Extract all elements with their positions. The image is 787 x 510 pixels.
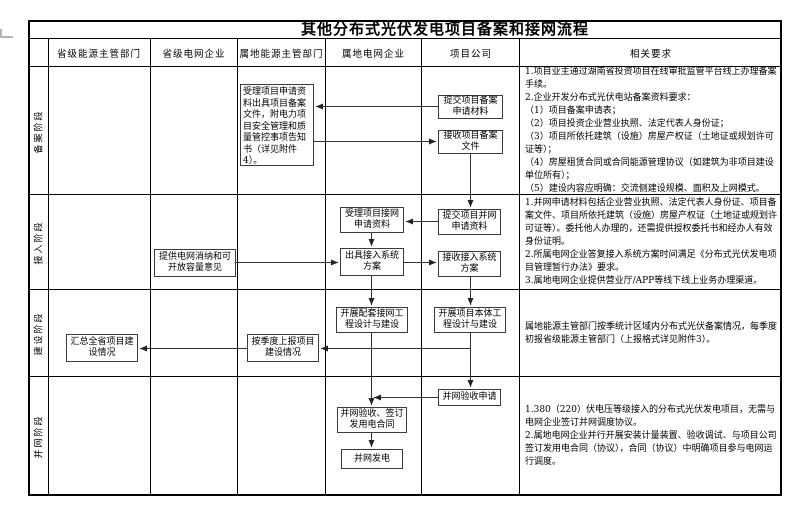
column-header-provincial-grid: 省级电网企业 xyxy=(162,48,226,60)
flow-box-submit-connection: 提交项目并网申请资料 xyxy=(438,209,501,235)
requirements-construction: 属地能源主管部门按季统计区域内分布式光伏备案情况，每季度初报省级能源主管部门（上… xyxy=(525,321,778,345)
flow-box-receive-plan: 接收接入系统方案 xyxy=(438,251,501,277)
flow-box-acceptance-contract: 并网验收、签订发用电合同 xyxy=(337,407,407,433)
flow-box-submit-filing: 提交项目备案申请材料 xyxy=(438,95,503,119)
flow-connectors xyxy=(140,103,474,447)
flow-box-quarterly-report: 按季度上报项目建设情况 xyxy=(247,334,319,362)
flow-box-issue-plan: 出具接入系统方案 xyxy=(340,248,404,276)
page-title: 其他分布式光伏发电项目备案和接网流程 xyxy=(300,20,589,38)
flow-box-acceptance-apply: 并网验收申请 xyxy=(438,389,501,406)
column-header-requirements: 相关要求 xyxy=(629,48,672,60)
stage-label-filing: 备案阶段 xyxy=(34,108,45,154)
flow-box-accept-filing: 受理项目申请资料出具项目备案文件，附电力项目安全管理和质量管控事项告知书（详见附… xyxy=(240,84,314,166)
flow-box-power-generation: 并网发电 xyxy=(341,449,403,469)
page-margin-mark xyxy=(0,29,13,38)
column-header-project-company: 项目公司 xyxy=(449,48,492,60)
table-grid xyxy=(28,20,782,496)
flow-box-summarize-province: 汇总全省项目建设情况 xyxy=(66,334,138,362)
flow-box-receive-filing: 接收项目备案文件 xyxy=(438,130,503,154)
requirements-filing: 1.项目业主通过湖南省投资项目在线审批监管平台线上办理备案手续。 2.企业开发分… xyxy=(525,67,777,194)
stage-label-grid-connect: 并网阶段 xyxy=(34,413,45,459)
requirements-access: 1.并网申请材料包括企业营业执照、法定代表人身份证、项目备案文件、项目所依托建筑… xyxy=(525,198,778,286)
flow-box-accept-connection: 受理项目接网申请资料 xyxy=(340,207,404,233)
flow-box-project-works: 开展项目本体工程设计与建设 xyxy=(434,307,506,333)
flow-box-grid-works: 开展配套接网工程设计与建设 xyxy=(336,307,408,333)
flow-box-grid-capacity: 提供电网消纳和可开放容量意见 xyxy=(154,249,236,277)
requirements-grid-connect: 1.380（220）伏电压等级接入的分布式光伏发电项目，无需与电网企业签订并网调… xyxy=(525,404,777,467)
column-header-provincial-energy: 省级能源主管部门 xyxy=(56,48,141,60)
stage-label-access: 接入阶段 xyxy=(34,220,45,265)
stage-label-construction: 建设阶段 xyxy=(34,311,45,356)
column-header-local-energy: 属地能源主管部门 xyxy=(239,48,324,60)
column-header-local-grid: 属地电网企业 xyxy=(341,48,405,60)
